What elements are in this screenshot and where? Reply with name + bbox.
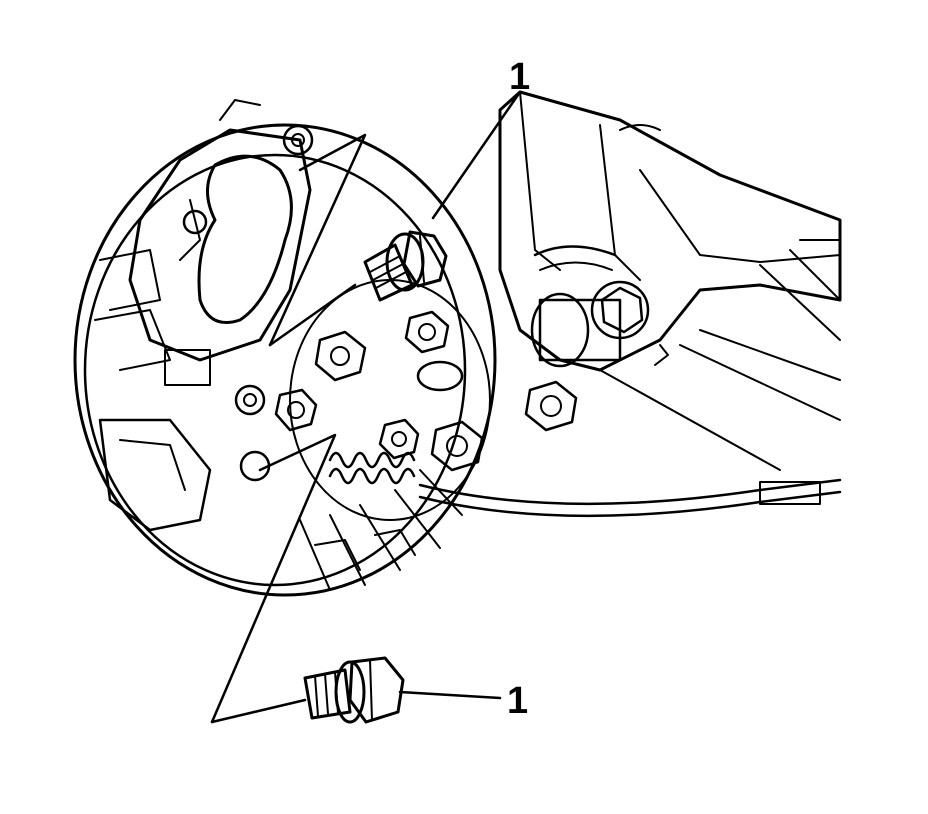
brake-backing-plate (73, 123, 497, 597)
parking-brake-cable (239, 450, 842, 518)
upper-flange-bolt (363, 230, 448, 302)
suspension-links (599, 239, 841, 471)
suspension-arm (498, 90, 842, 372)
hub-nuts (274, 310, 578, 472)
callout-leaders (210, 90, 522, 724)
callout-label-lower-bolt: 1 (507, 680, 529, 722)
brake-spring (328, 451, 416, 485)
lower-flange-bolt (303, 656, 405, 724)
callout-label-upper-bolt: 1 (509, 56, 531, 98)
brake-caliper (94, 99, 314, 532)
